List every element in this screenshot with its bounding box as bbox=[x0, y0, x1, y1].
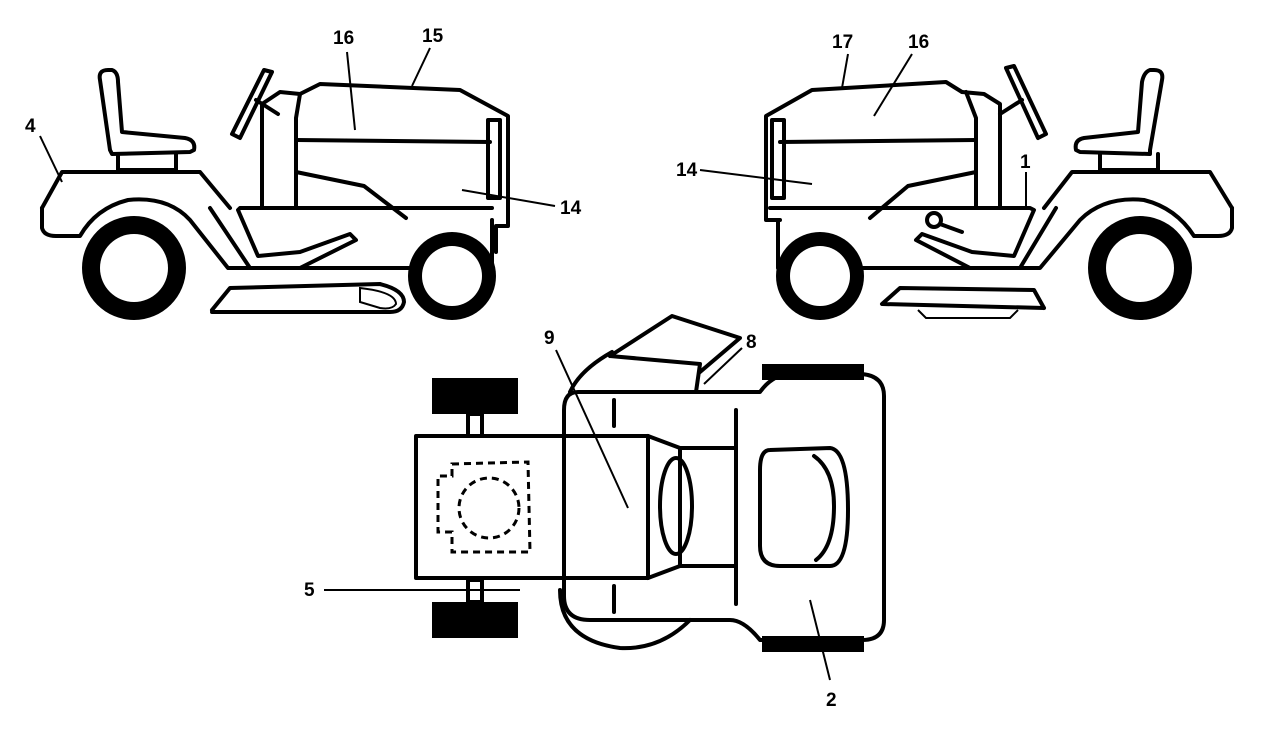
callout-17: 17 bbox=[832, 32, 853, 53]
callout-1: 1 bbox=[1020, 152, 1031, 173]
callout-16-left: 16 bbox=[333, 28, 354, 49]
callout-16-right: 16 bbox=[908, 32, 929, 53]
callout-9: 9 bbox=[544, 328, 555, 349]
callout-14-right: 14 bbox=[676, 160, 698, 181]
callout-15: 15 bbox=[422, 26, 444, 47]
callout-2: 2 bbox=[826, 690, 837, 711]
leader-4 bbox=[39, 135, 63, 183]
leader-16-right bbox=[873, 53, 913, 117]
leader-14-right bbox=[699, 169, 813, 185]
callout-4: 4 bbox=[25, 116, 36, 137]
leader-17 bbox=[841, 53, 849, 89]
left-side-view-tractor bbox=[40, 68, 510, 320]
top-view-tractor bbox=[414, 314, 886, 652]
callout-14-left: 14 bbox=[560, 198, 582, 219]
leader-16-left bbox=[346, 51, 356, 131]
right-side-view-tractor bbox=[764, 64, 1234, 320]
leader-9 bbox=[555, 349, 629, 509]
leader-8 bbox=[703, 347, 743, 385]
leader-2 bbox=[809, 599, 831, 681]
leader-15 bbox=[411, 47, 431, 87]
leader-14-left bbox=[461, 189, 556, 207]
callout-5: 5 bbox=[304, 580, 315, 601]
callout-8: 8 bbox=[746, 332, 757, 353]
